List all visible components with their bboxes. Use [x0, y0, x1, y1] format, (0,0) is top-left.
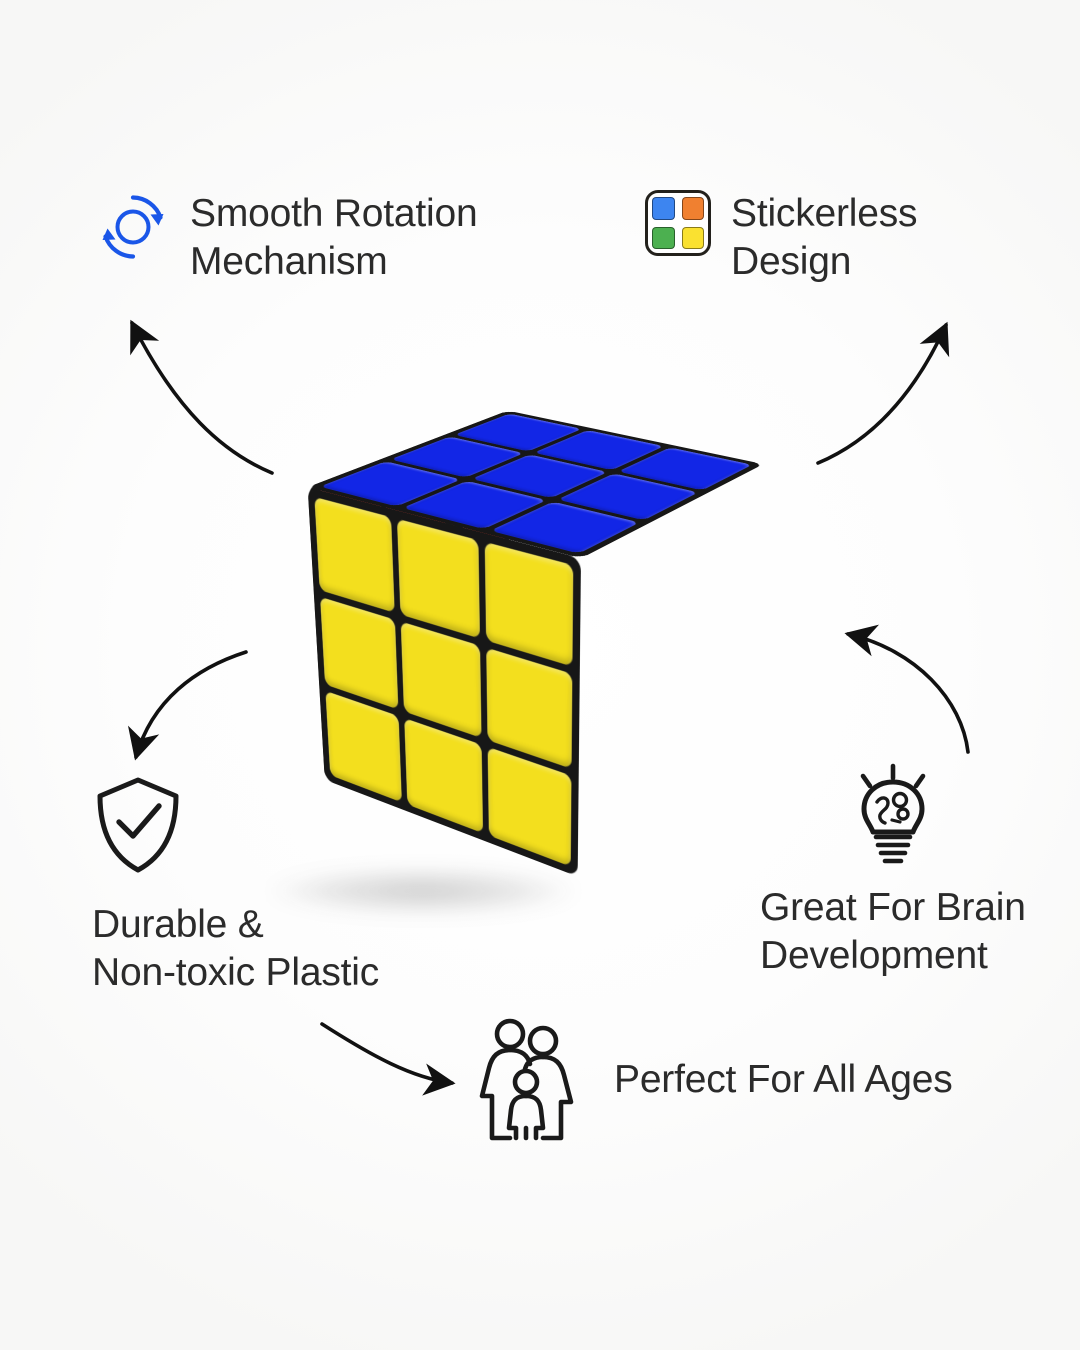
cube-sticker: [488, 747, 572, 866]
feature-label: Smooth Rotation Mechanism: [190, 190, 478, 285]
family-icon: [472, 1016, 592, 1144]
color-grid-cell-blue: [652, 197, 675, 220]
feature-label: Great For Brain Development: [760, 884, 1026, 979]
cube-body[interactable]: [414, 446, 679, 808]
lightbulb-brain-icon: [843, 762, 943, 866]
cube-sticker: [314, 497, 394, 612]
feature-label: Durable & Non-toxic Plastic: [92, 901, 379, 996]
color-grid-cell-green: [652, 227, 675, 250]
arrow-to-brain: [848, 634, 968, 752]
color-grid-cell-yellow: [682, 227, 705, 250]
cube-sticker: [485, 542, 573, 666]
color-grid-icon: [645, 190, 711, 256]
color-grid-cell-orange: [682, 197, 705, 220]
arrow-to-all-ages: [322, 1024, 452, 1083]
feature-durable-non-toxic[interactable]: Durable & Non-toxic Plastic: [92, 775, 379, 996]
feature-all-ages[interactable]: Perfect For All Ages: [472, 1016, 953, 1144]
feature-brain-development[interactable]: Great For Brain Development: [760, 762, 1026, 979]
cube-sticker: [404, 718, 483, 833]
arrow-to-stickerless: [818, 325, 946, 463]
arrow-to-durable: [136, 652, 246, 757]
shield-check-icon: [92, 775, 184, 875]
feature-label: Perfect For All Ages: [614, 1056, 953, 1104]
feature-label: Stickerless Design: [731, 190, 917, 285]
rotation-arrows-icon: [96, 190, 170, 264]
cube-sticker: [397, 519, 481, 639]
feature-stickerless-design[interactable]: Stickerless Design: [645, 190, 917, 285]
feature-smooth-rotation[interactable]: Smooth Rotation Mechanism: [96, 190, 478, 285]
